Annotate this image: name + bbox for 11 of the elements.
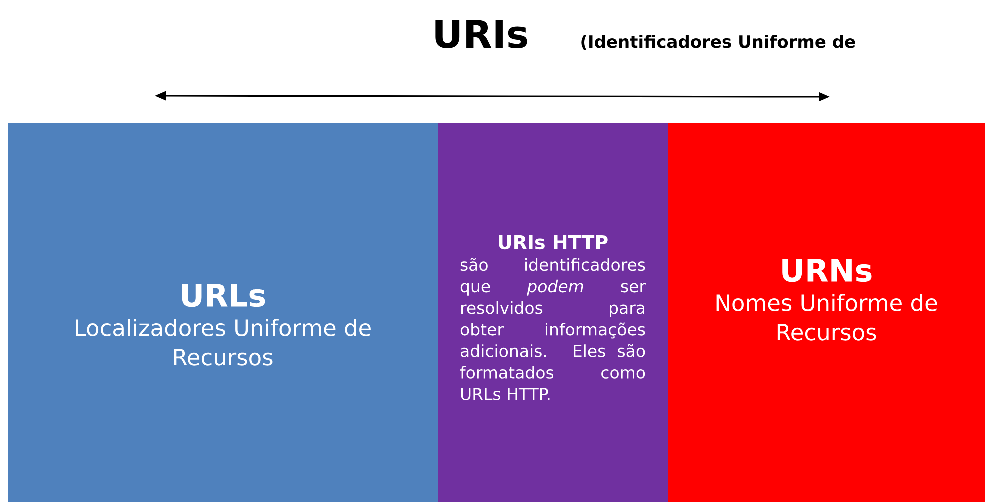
node-label: Nomes Uniforme de Recursos — [716, 294, 938, 341]
node-label: URLs — [182, 284, 266, 308]
node-label: são identificadores que podem ser resolvidos para obter informações adicionais. Eles são formatados como URLs HTTP. — [460, 258, 646, 400]
node-label: Localizadores Uniforme de Recursos — [76, 319, 371, 366]
category-box — [8, 123, 438, 502]
node-label: URIs HTTP — [499, 235, 608, 250]
category-box — [438, 123, 668, 502]
node-label: URNs — [782, 259, 872, 282]
subtitle: (Identificadores Uniforme de — [582, 35, 856, 50]
title: URIs — [436, 20, 528, 49]
category-box — [668, 123, 985, 502]
